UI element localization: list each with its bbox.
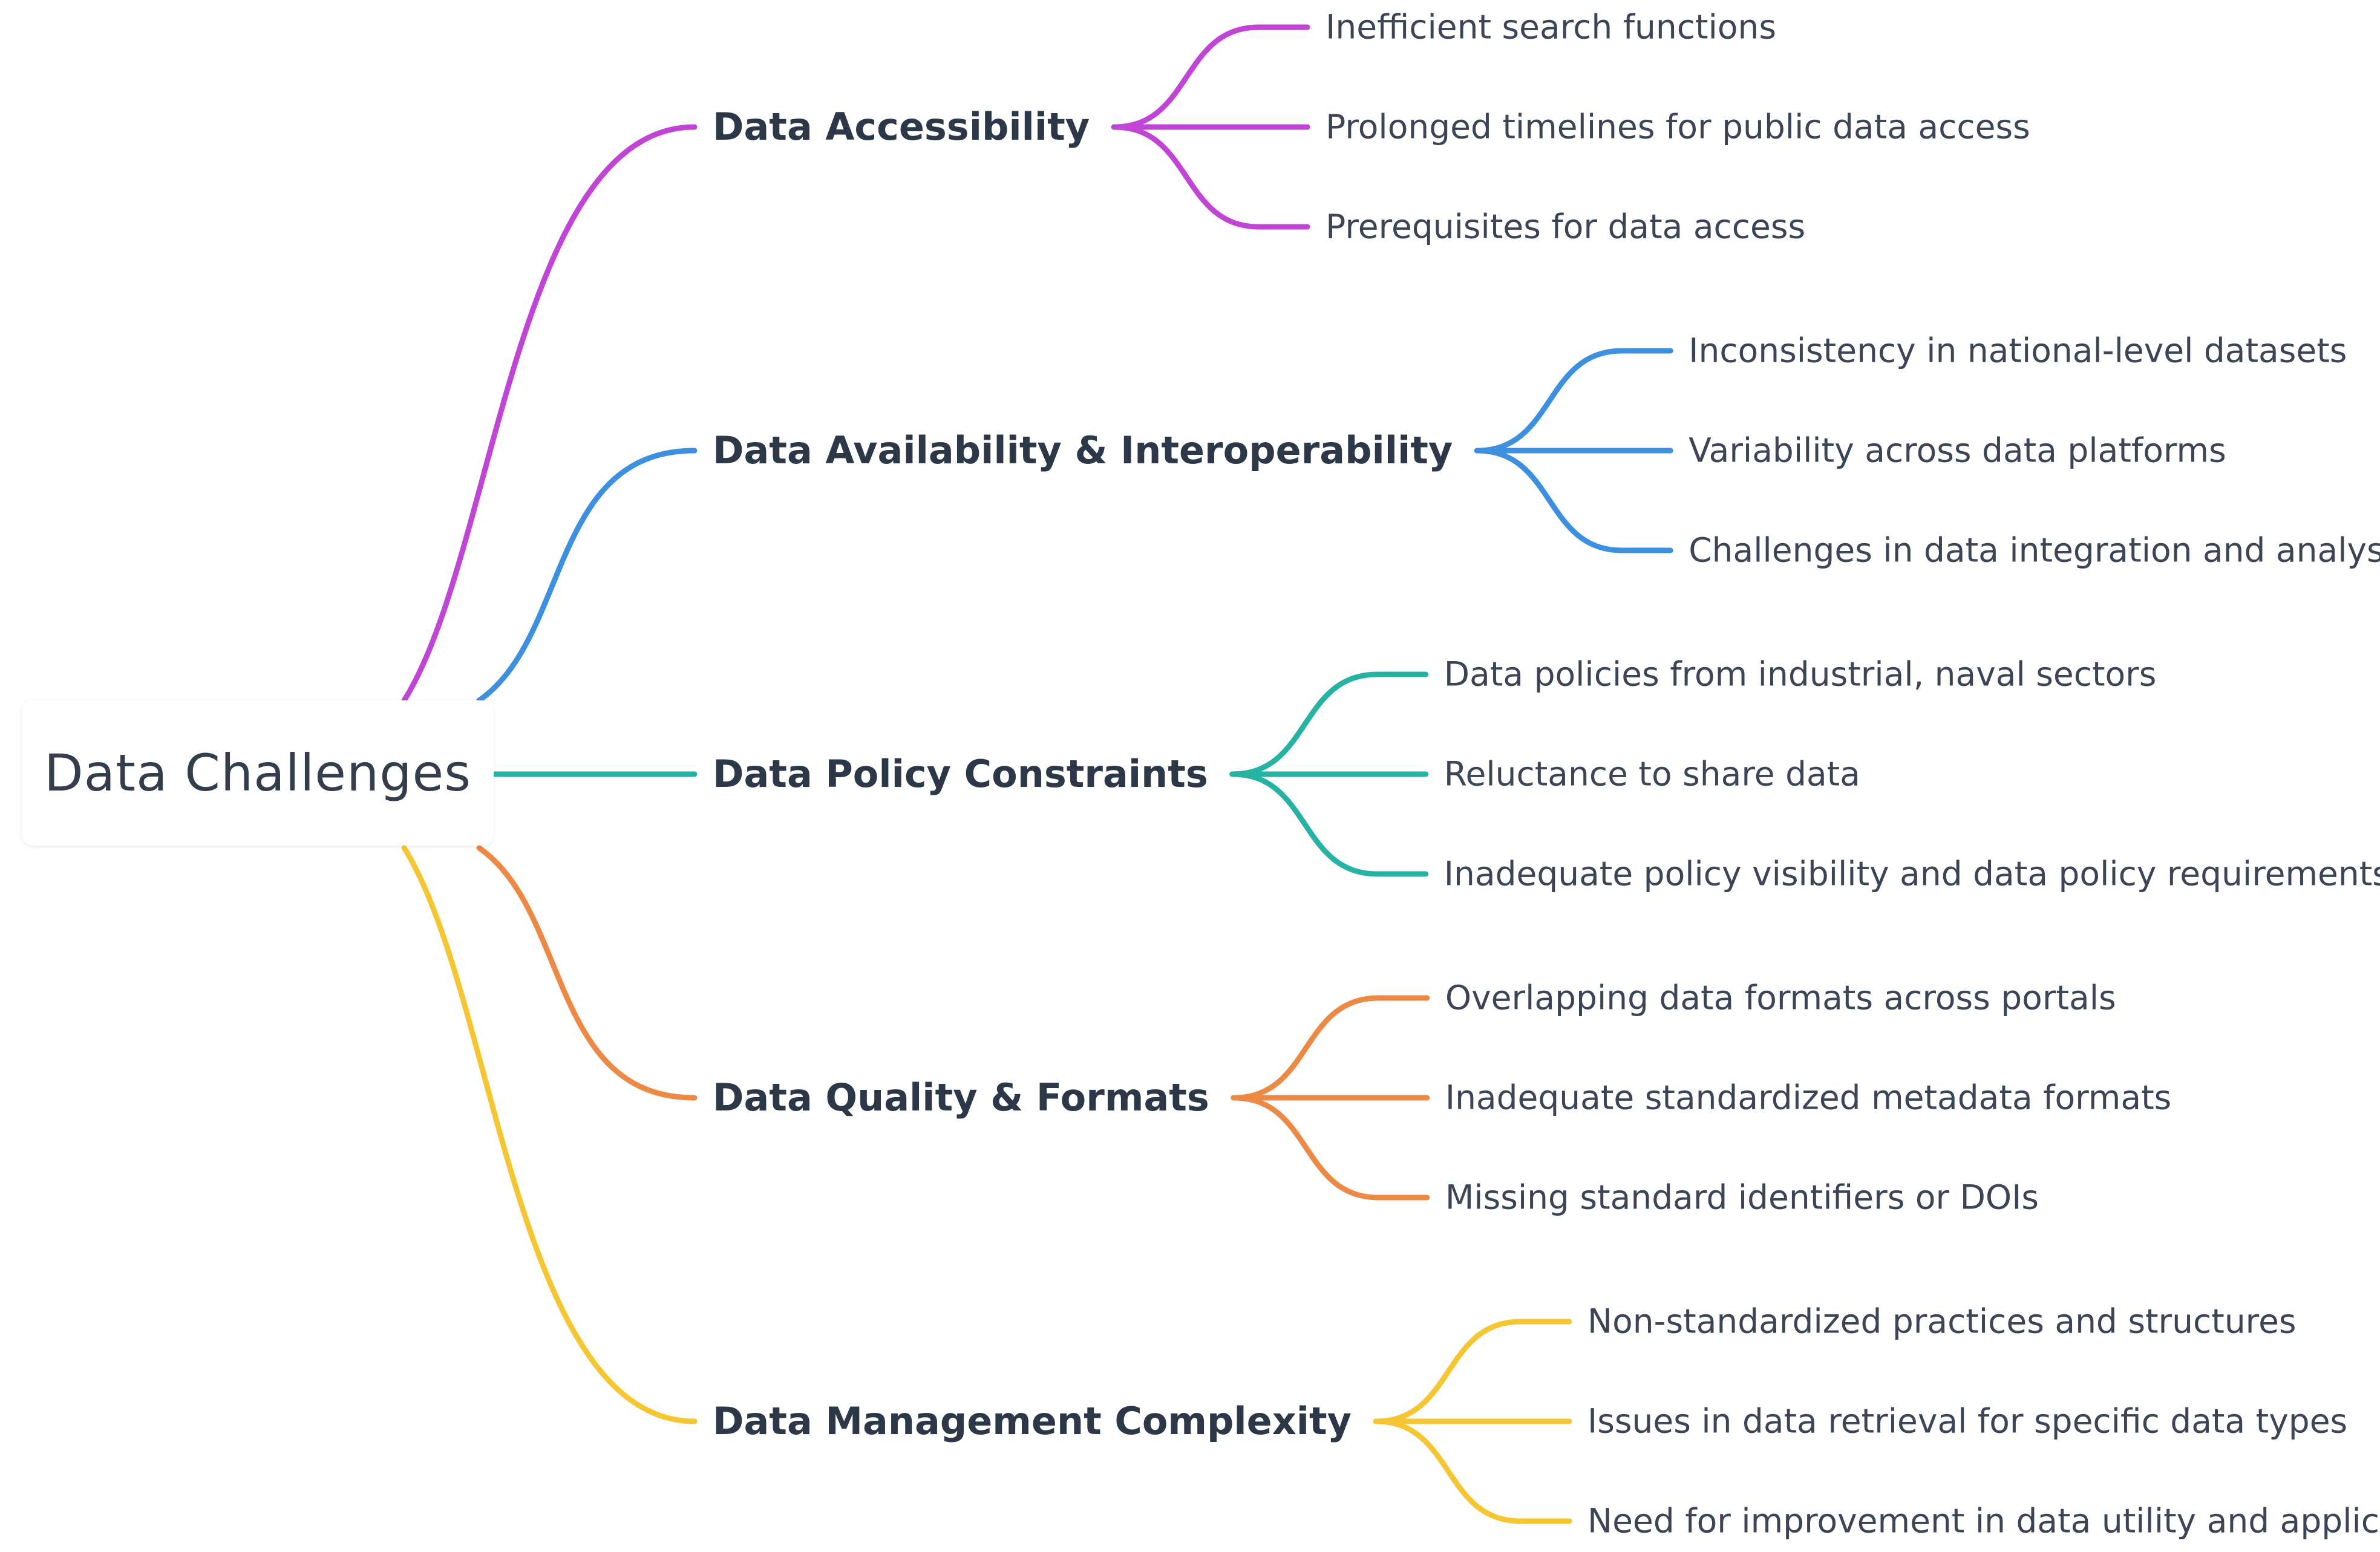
branch-label-management-complexity[interactable]: Data Management Complexity bbox=[713, 1399, 1352, 1443]
leaf-label[interactable]: Issues in data retrieval for specific da… bbox=[1587, 1401, 2348, 1441]
leaf-connector bbox=[1373, 1319, 1572, 1424]
branch-label-availability-interoperability[interactable]: Data Availability & Interoperability bbox=[713, 428, 1453, 472]
branch-connector bbox=[401, 124, 698, 703]
leaf-label[interactable]: Challenges in data integration and analy… bbox=[1689, 530, 2380, 570]
leaf-label[interactable]: Non-standardized practices and structure… bbox=[1587, 1302, 2297, 1341]
leaf-connector bbox=[1229, 771, 1429, 877]
branch-connector bbox=[476, 448, 698, 703]
leaf-connector bbox=[1373, 1418, 1572, 1524]
leaf-label[interactable]: Need for improvement in data utility and… bbox=[1587, 1501, 2380, 1541]
branch-label-accessibility[interactable]: Data Accessibility bbox=[713, 105, 1090, 149]
leaf-connector bbox=[1229, 671, 1429, 777]
leaf-label[interactable]: Inconsistency in national-level datasets bbox=[1689, 331, 2347, 370]
leaf-connector bbox=[1231, 1095, 1430, 1201]
leaf-label[interactable]: Inefficient search functions bbox=[1326, 7, 1777, 47]
root-node[interactable]: Data Challenges bbox=[22, 700, 494, 846]
leaf-label[interactable]: Overlapping data formats across portals bbox=[1445, 978, 2116, 1017]
leaf-label[interactable]: Variability across data platforms bbox=[1689, 431, 2226, 470]
leaf-label[interactable]: Inadequate standardized metadata formats bbox=[1445, 1078, 2172, 1117]
branch-label-policy-constraints[interactable]: Data Policy Constraints bbox=[713, 752, 1208, 796]
leaf-label[interactable]: Prolonged timelines for public data acce… bbox=[1326, 107, 2030, 146]
leaf-label[interactable]: Missing standard identifiers or DOIs bbox=[1445, 1178, 2039, 1217]
branch-label-quality-formats[interactable]: Data Quality & Formats bbox=[713, 1075, 1209, 1120]
branch-connector bbox=[476, 845, 698, 1101]
leaf-label[interactable]: Data policies from industrial, naval sec… bbox=[1443, 654, 2157, 694]
root-node-label: Data Challenges bbox=[44, 743, 471, 803]
leaf-connector bbox=[1474, 348, 1673, 454]
leaf-connector bbox=[1231, 995, 1430, 1101]
leaf-connector bbox=[1111, 124, 1310, 230]
leaf-label[interactable]: Prerequisites for data access bbox=[1326, 207, 1806, 246]
leaf-label[interactable]: Inadequate policy visibility and data po… bbox=[1443, 854, 2380, 893]
leaf-connector bbox=[1111, 24, 1310, 130]
leaf-label[interactable]: Reluctance to share data bbox=[1443, 754, 1860, 794]
leaf-connector bbox=[1474, 448, 1673, 553]
branch-connector bbox=[401, 845, 698, 1424]
